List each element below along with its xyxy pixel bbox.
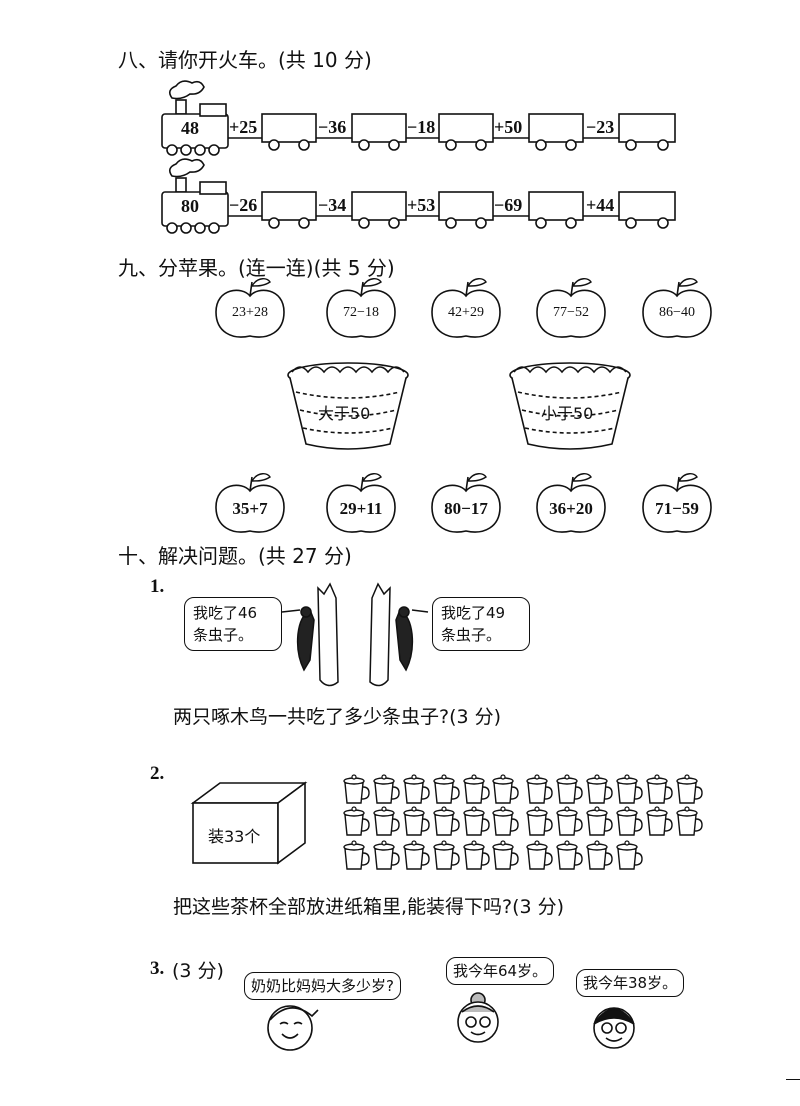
section-10-heading: 十、解决问题。(共 27 分) bbox=[118, 544, 352, 568]
train-2-start-number: 80 bbox=[181, 196, 199, 216]
question-2-text: 把这些茶杯全部放进纸箱里,能装得下吗?(3 分) bbox=[173, 896, 565, 918]
question-2-number: 2. bbox=[150, 763, 165, 784]
teacup-icon bbox=[616, 774, 643, 804]
apple-top-4-expression[interactable]: 77−52 bbox=[553, 305, 589, 320]
train-car-icon bbox=[438, 191, 494, 229]
teacup-icon bbox=[676, 806, 703, 836]
apple-bottom-1-expression[interactable]: 35+7 bbox=[232, 499, 268, 518]
question-3-number: 3. bbox=[150, 958, 165, 979]
train-2-op-1: −26 bbox=[229, 195, 258, 215]
woodpecker-icon bbox=[281, 582, 339, 687]
teacup-icon bbox=[403, 774, 430, 804]
woodpecker-right-speech-bubble: 我吃了49 条虫子。 bbox=[432, 597, 530, 651]
train-1-op-5: −23 bbox=[586, 117, 615, 137]
teacup-icon bbox=[526, 806, 553, 836]
teacup-icon bbox=[556, 806, 583, 836]
train-car-icon bbox=[438, 113, 494, 151]
teacup-icon bbox=[373, 806, 400, 836]
grandma-speech-bubble: 我今年64岁。 bbox=[446, 957, 555, 985]
question-1-text: 两只啄木鸟一共吃了多少条虫子?(3 分) bbox=[173, 706, 502, 728]
teacup-icon bbox=[463, 806, 490, 836]
train-car-icon bbox=[261, 191, 317, 229]
teacup-icon bbox=[403, 806, 430, 836]
teacup-icon bbox=[556, 840, 583, 870]
teacup-icon bbox=[343, 806, 370, 836]
teacup-icon bbox=[433, 840, 460, 870]
train-2-op-4: −69 bbox=[494, 195, 523, 215]
train-1-start-number: 48 bbox=[181, 118, 199, 138]
woodpecker-left-speech-bubble: 我吃了46 条虫子。 bbox=[184, 597, 282, 651]
teacup-icon bbox=[492, 806, 519, 836]
teacup-icon bbox=[586, 806, 613, 836]
child-face-icon bbox=[267, 1005, 319, 1051]
teacup-icon bbox=[586, 774, 613, 804]
train-2-op-2: −34 bbox=[318, 195, 347, 215]
teacup-icon bbox=[526, 840, 553, 870]
teacup-icon bbox=[343, 840, 370, 870]
teacup-icon bbox=[343, 774, 370, 804]
grandma-face-icon bbox=[457, 992, 499, 1043]
section-8-heading: 八、请你开火车。(共 10 分) bbox=[118, 48, 372, 72]
train-1-op-3: −18 bbox=[407, 117, 436, 137]
apple-top-3-expression[interactable]: 42+29 bbox=[448, 305, 484, 320]
teacup-icon bbox=[492, 840, 519, 870]
section-9-heading: 九、分苹果。(连一连)(共 5 分) bbox=[118, 256, 395, 280]
mother-speech-text: 我今年38岁。 bbox=[583, 974, 678, 992]
train-car-icon bbox=[261, 113, 317, 151]
basket-greater-than-50-label[interactable]: 大于50 bbox=[318, 404, 371, 423]
teacup-icon bbox=[646, 774, 673, 804]
train-1-op-2: −36 bbox=[318, 117, 347, 137]
child-speech-text: 奶奶比妈妈大多少岁? bbox=[251, 977, 394, 995]
apple-top-2-expression[interactable]: 72−18 bbox=[343, 305, 379, 320]
bubble-line: 条虫子。 bbox=[193, 626, 254, 644]
train-car-icon bbox=[528, 113, 584, 151]
teacup-icon bbox=[646, 806, 673, 836]
train-1-op-1: +25 bbox=[229, 117, 258, 137]
question-3-points: (3 分) bbox=[172, 960, 224, 982]
bubble-line: 我吃了46 bbox=[193, 604, 258, 622]
apple-bottom-2-expression[interactable]: 29+11 bbox=[339, 499, 383, 518]
train-1-op-4: +50 bbox=[494, 117, 523, 137]
teacup-icon bbox=[616, 840, 643, 870]
teacup-icon bbox=[526, 774, 553, 804]
teacup-icon bbox=[463, 774, 490, 804]
teacup-icon bbox=[373, 840, 400, 870]
teacup-icon bbox=[463, 840, 490, 870]
apple-bottom-5-expression[interactable]: 71−59 bbox=[655, 499, 699, 518]
teacup-icon bbox=[586, 840, 613, 870]
teacup-icon bbox=[403, 840, 430, 870]
train-car-icon bbox=[351, 191, 407, 229]
teacup-icon bbox=[433, 806, 460, 836]
train-car-icon bbox=[618, 113, 676, 151]
teacup-icon bbox=[373, 774, 400, 804]
teacup-icon bbox=[676, 774, 703, 804]
teacup-icon bbox=[433, 774, 460, 804]
bubble-line: 我吃了49 bbox=[441, 604, 506, 622]
teacup-icon bbox=[556, 774, 583, 804]
bubble-line: 条虫子。 bbox=[441, 626, 502, 644]
woodpecker-icon bbox=[369, 582, 429, 687]
page-edge-mark bbox=[786, 1079, 800, 1080]
mother-speech-bubble: 我今年38岁。 bbox=[576, 969, 685, 997]
apple-bottom-3-expression[interactable]: 80−17 bbox=[444, 499, 488, 518]
train-2-op-3: +53 bbox=[407, 195, 436, 215]
child-speech-bubble: 奶奶比妈妈大多少岁? bbox=[244, 972, 401, 1000]
basket-less-than-50-label[interactable]: 小于50 bbox=[541, 404, 594, 423]
apple-bottom-4-expression[interactable]: 36+20 bbox=[549, 499, 593, 518]
train-car-icon bbox=[618, 191, 676, 229]
mother-face-icon bbox=[593, 1007, 635, 1049]
teacup-icon bbox=[616, 806, 643, 836]
teacup-icon bbox=[492, 774, 519, 804]
train-car-icon bbox=[351, 113, 407, 151]
train-car-icon bbox=[528, 191, 584, 229]
question-1-number: 1. bbox=[150, 576, 165, 597]
apple-top-1-expression[interactable]: 23+28 bbox=[232, 305, 268, 320]
apple-top-5-expression[interactable]: 86−40 bbox=[659, 305, 695, 320]
train-2-op-5: +44 bbox=[586, 195, 615, 215]
grandma-speech-text: 我今年64岁。 bbox=[453, 962, 548, 980]
box-capacity-label: 装33个 bbox=[208, 827, 261, 846]
